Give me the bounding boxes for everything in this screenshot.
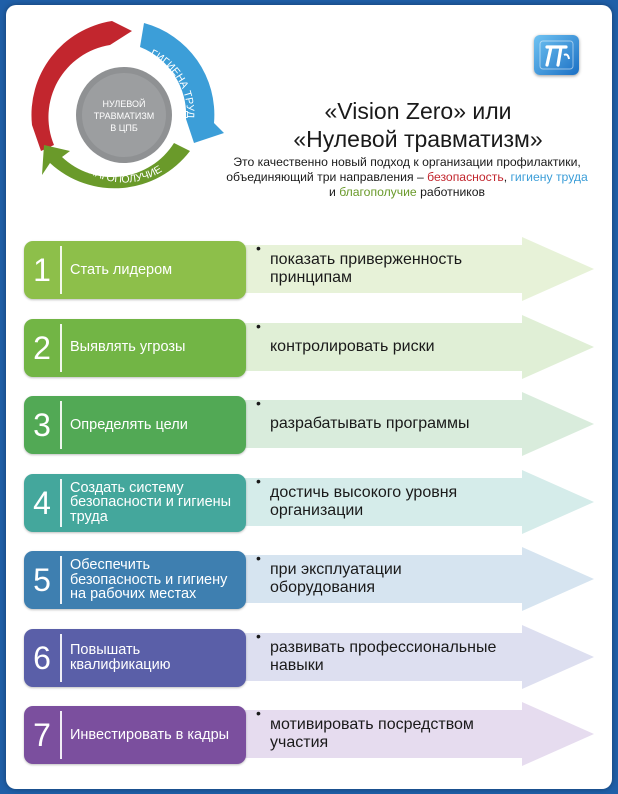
step-row-4: 4 Создать систему безопасности и гигиены…: [6, 469, 612, 534]
step-arrow: [232, 702, 594, 766]
step-bullet: • показать приверженность принципам: [256, 237, 556, 301]
step-divider: [60, 711, 62, 759]
step-row-3: 3 Определять цели • разрабатывать програ…: [6, 392, 612, 456]
step-bullet: • при эксплуатации оборудования: [256, 547, 556, 611]
step-label: Определять цели: [70, 416, 188, 433]
page-subtitle: Это качественно новый подход к организац…: [210, 155, 604, 200]
cycle-center-line-2: ТРАВМАТИЗМ: [94, 111, 155, 121]
step-arrow: [232, 314, 594, 379]
step-label: Создать систему безопасности и гигиены т…: [70, 479, 232, 525]
step-number: 2: [33, 329, 51, 366]
cycle-segment-wellbeing: [42, 143, 190, 189]
step-bullet-text: при эксплуатации оборудования: [270, 561, 402, 596]
step-bullet: • достичь высокого уровня организации: [256, 470, 556, 534]
step-label: Стать лидером: [70, 261, 173, 278]
step-divider: [60, 401, 62, 449]
step-arrow: [232, 624, 594, 689]
cycle-segment-safety: [31, 21, 132, 151]
step-box: 5 Обеспечить безопасность и гигиену на р…: [24, 551, 246, 609]
step-arrow: [232, 392, 594, 456]
step-bullet-text: разрабатывать программы: [270, 415, 470, 432]
step-row-7: 7 Инвестировать в кадры • мотивировать п…: [6, 702, 612, 766]
step-box: 6 Повышать квалификацию: [24, 628, 246, 687]
step-label: Обеспечить безопасность и гигиену на раб…: [70, 557, 228, 603]
step-row-1: 1 Стать лидером • показать приверженност…: [6, 237, 612, 301]
step-number: 5: [33, 562, 51, 598]
step-box: 3 Определять цели: [24, 396, 246, 454]
cycle-diagram: БЕЗОПАСНОСТЬ ГИГИЕНА ТРУДА БЛАГОПОЛУЧИЕ …: [14, 5, 234, 225]
step-number: 4: [33, 484, 51, 521]
step-box: 2 Выявлять угрозы: [24, 318, 246, 377]
bullet-dot: •: [256, 240, 261, 256]
step-bullet-text: мотивировать посредством участия: [270, 716, 474, 751]
step-number: 3: [33, 407, 51, 443]
subtitle-line-3: и благополучие работников: [328, 185, 485, 199]
step-label: Инвестировать в кадры: [70, 726, 230, 743]
bullet-dot: •: [256, 627, 261, 644]
step-box: 1 Стать лидером: [24, 241, 246, 299]
step-number: 6: [33, 639, 51, 676]
step-arrow: [232, 469, 594, 534]
bullet-dot: •: [256, 317, 261, 334]
step-divider: [60, 556, 62, 604]
step-bullet-text: контролировать риски: [270, 337, 435, 355]
subtitle-line-2: объединяющий три направления – безопасно…: [226, 170, 588, 184]
step-divider: [60, 246, 62, 294]
step-box: 4 Создать систему безопасности и гигиены…: [24, 473, 246, 532]
subtitle-line-1: Это качественно новый подход к организац…: [233, 155, 581, 169]
step-arrow: [232, 547, 594, 611]
step-label: Выявлять угрозы: [70, 339, 186, 356]
step-bullet: • контролировать риски: [256, 315, 556, 379]
step-row-6: 6 Повышать квалификацию • развивать проф…: [6, 624, 612, 689]
step-arrow: [232, 237, 594, 301]
cycle-center-line-3: В ЦПБ: [110, 123, 138, 133]
step-label: Повышать квалификацию: [70, 642, 171, 673]
bullet-dot: •: [256, 472, 261, 489]
step-box: 7 Инвестировать в кадры: [24, 706, 246, 764]
infographic-page: БЕЗОПАСНОСТЬ ГИГИЕНА ТРУДА БЛАГОПОЛУЧИЕ …: [6, 5, 612, 789]
company-logo-icon: [534, 35, 579, 75]
step-number: 1: [33, 252, 51, 288]
step-number: 7: [33, 717, 51, 753]
step-row-2: 2 Выявлять угрозы • контролировать риски: [6, 314, 612, 379]
title-line-1: «Vision Zero» или: [324, 98, 512, 124]
step-bullet: • развивать профессиональные навыки: [256, 625, 556, 689]
subtitle-wellbeing: благополучие: [339, 185, 417, 199]
step-bullet-text: показать приверженность принципам: [270, 251, 463, 286]
step-divider: [60, 478, 62, 527]
step-row-5: 5 Обеспечить безопасность и гигиену на р…: [6, 547, 612, 611]
title-line-2: «Нулевой травматизм»: [293, 126, 543, 152]
bullet-dot: •: [256, 395, 261, 411]
step-bullet: • мотивировать посредством участия: [256, 702, 556, 766]
page-title: «Vision Zero» или «Нулевой травматизм»: [230, 97, 606, 153]
bullet-dot: •: [256, 705, 261, 721]
step-bullet-text: достичь высокого уровня организации: [270, 483, 458, 519]
subtitle-hygiene: гигиену труда: [510, 170, 588, 184]
subtitle-safety: безопасность: [427, 170, 504, 184]
step-divider: [60, 633, 62, 682]
cycle-center-line-1: НУЛЕВОЙ: [102, 98, 145, 109]
cycle-segment-hygiene: [140, 23, 224, 143]
step-bullet-text: развивать профессиональные навыки: [270, 638, 497, 674]
step-bullet: • разрабатывать программы: [256, 392, 556, 456]
step-divider: [60, 323, 62, 372]
bullet-dot: •: [256, 550, 261, 566]
